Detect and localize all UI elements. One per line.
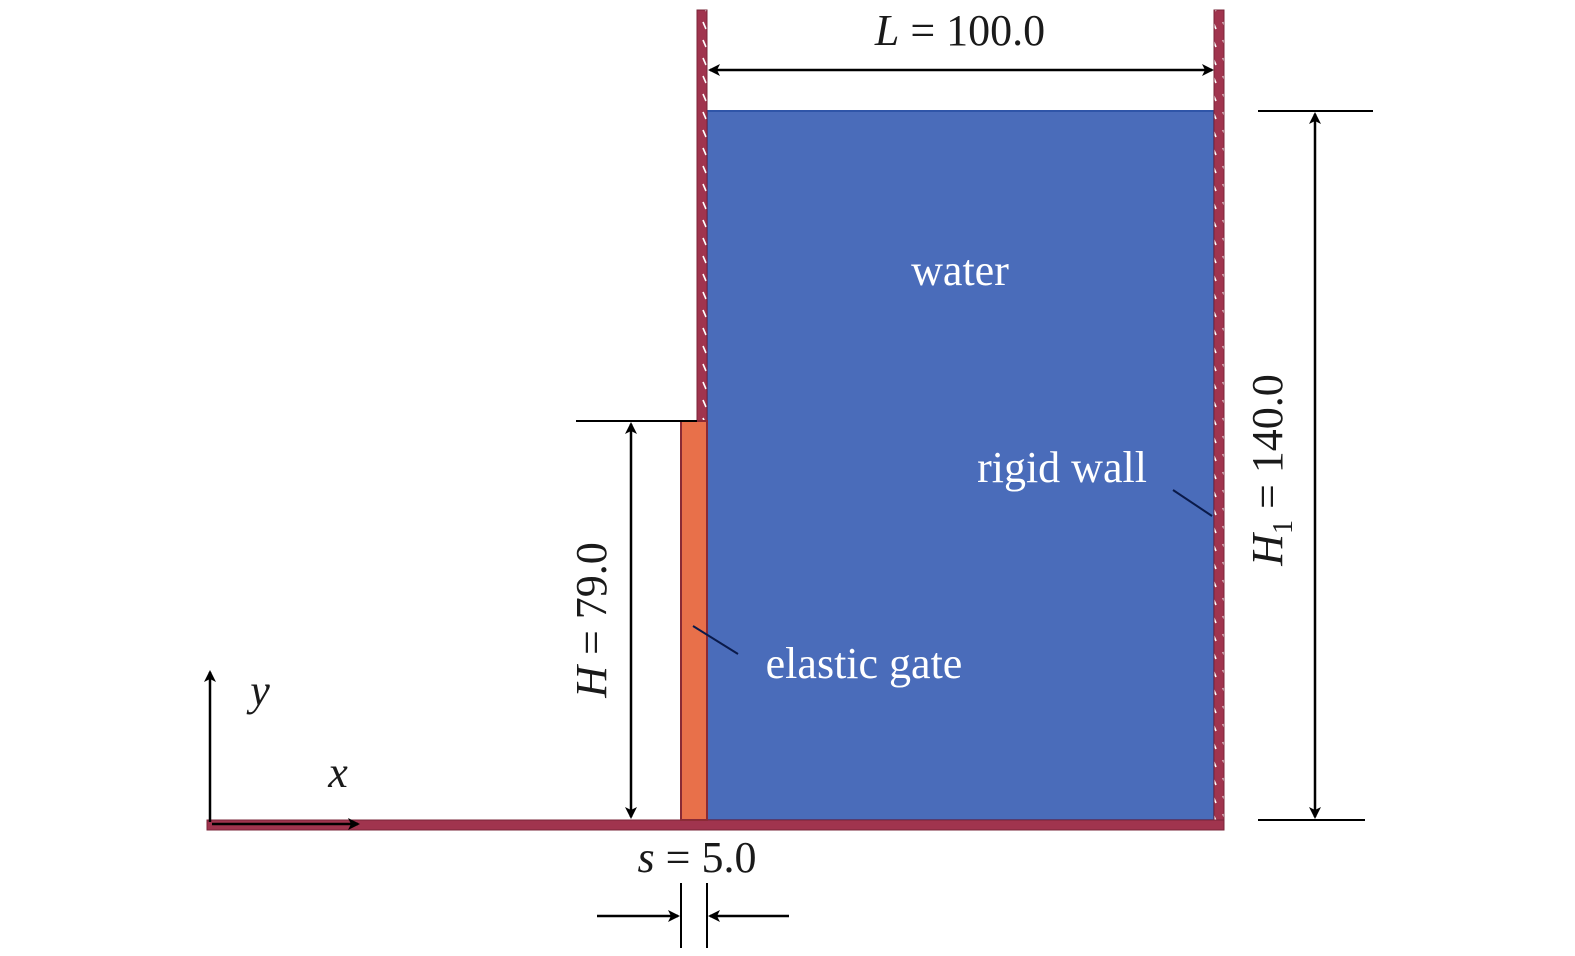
x-axis-label: x [327,748,348,797]
water-label: water [911,246,1009,295]
s-dimension-label: s = 5.0 [638,833,757,882]
rigid-wall-label: rigid wall [977,443,1147,492]
elastic-gate-label: elastic gate [766,639,963,688]
L-dimension-label: L = 100.0 [874,6,1045,55]
floor-wall [206,819,1225,831]
right-rigid-wall [1213,9,1225,831]
water-region [706,110,1215,821]
left-rigid-wall [696,9,708,422]
H-dimension-label: H = 79.0 [567,542,616,699]
rigid-wall-leader [1172,489,1213,517]
H1-dimension-label: H1 = 140.0 [1243,374,1299,567]
elastic-gate-leader [692,625,739,655]
elastic-gate [680,420,708,821]
y-axis-label: y [246,666,270,715]
